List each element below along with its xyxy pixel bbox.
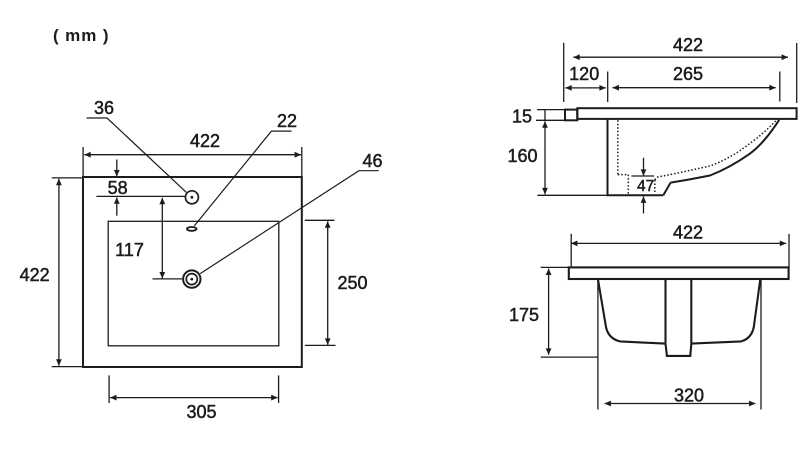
svg-text:265: 265 [673,64,703,84]
svg-text:422: 422 [673,35,703,55]
svg-text:160: 160 [507,146,537,166]
svg-text:58: 58 [108,178,128,198]
svg-text:422: 422 [20,265,50,285]
svg-text:47: 47 [637,178,654,195]
svg-text:15: 15 [512,106,532,126]
svg-text:422: 422 [673,223,703,243]
svg-text:36: 36 [94,98,114,118]
svg-text:46: 46 [362,151,382,171]
svg-text:117: 117 [115,240,144,260]
svg-text:422: 422 [190,131,220,151]
svg-text:305: 305 [186,402,216,422]
svg-text:175: 175 [509,305,539,325]
svg-text:320: 320 [674,386,704,406]
svg-text:120: 120 [569,64,599,84]
svg-text:22: 22 [277,111,297,131]
svg-text:( mm ): ( mm ) [53,26,109,45]
svg-text:250: 250 [337,273,367,293]
